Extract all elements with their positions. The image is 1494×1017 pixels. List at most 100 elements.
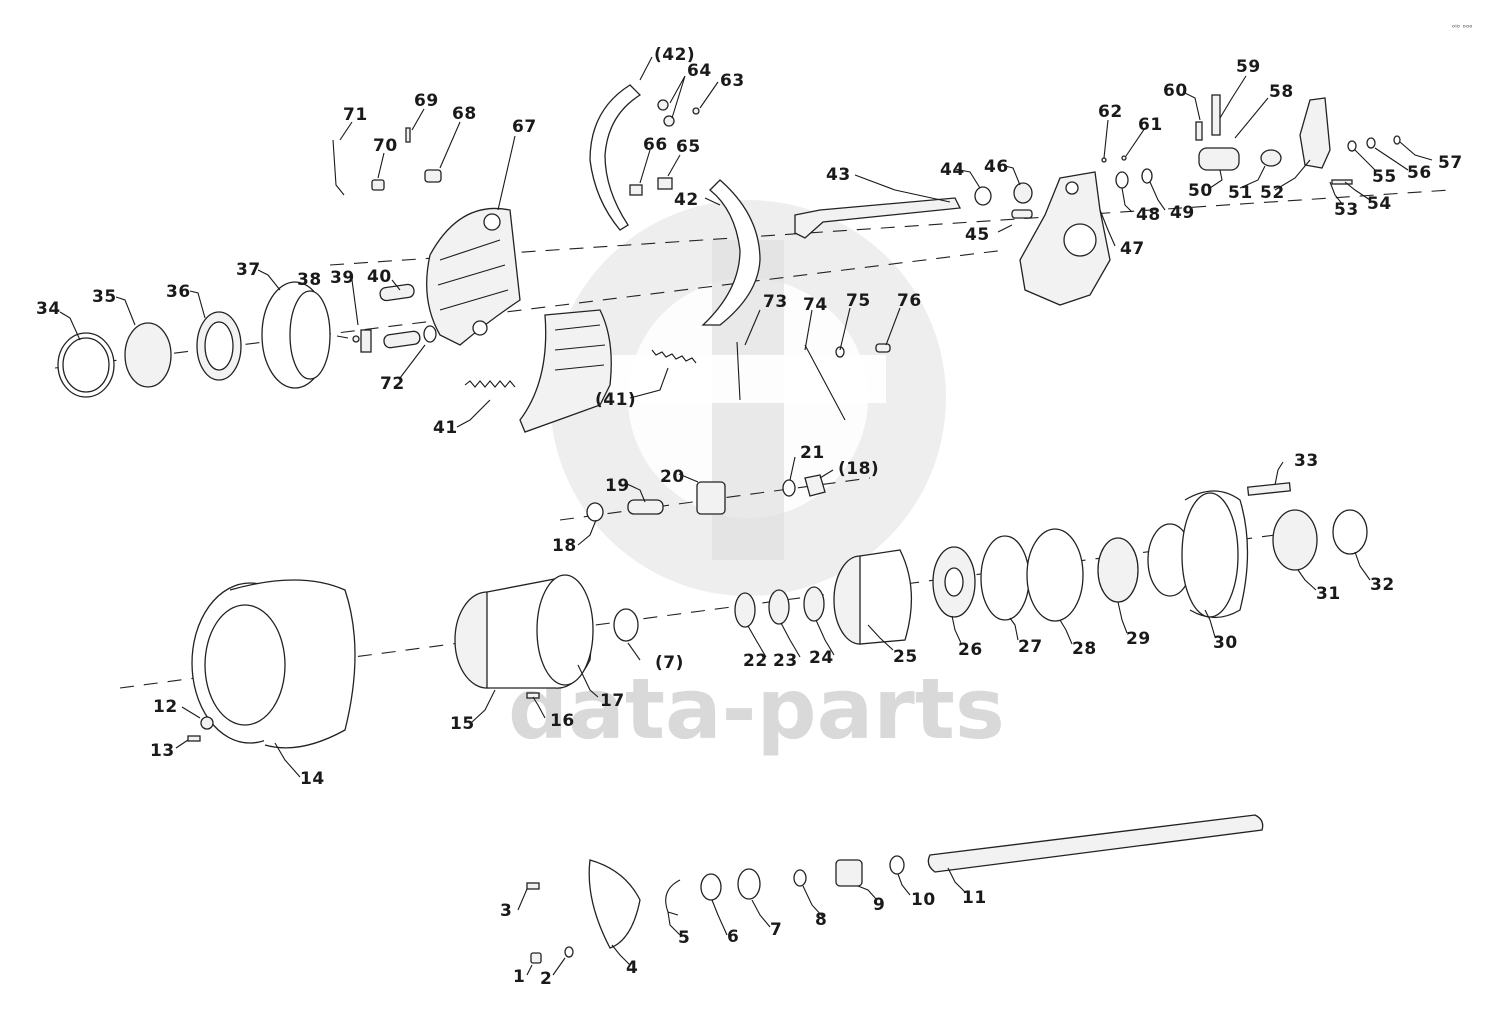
part-43-camshaft <box>794 197 962 239</box>
part-67-brake-shoe <box>426 207 521 346</box>
label-part-34: 34 <box>36 299 61 319</box>
part-41-springs <box>464 349 697 388</box>
label-part-23: 23 <box>773 651 798 671</box>
label-part-50: 50 <box>1188 181 1213 201</box>
label-part-71: 71 <box>343 105 368 125</box>
label-part-64: 64 <box>687 61 712 81</box>
part-47-bracket <box>1019 171 1111 306</box>
part-22-24-rings <box>734 586 825 628</box>
part-30-hub <box>1147 490 1249 619</box>
label-part-20: 20 <box>660 467 685 487</box>
label-part-37: 37 <box>236 260 261 280</box>
part-44-46-washers <box>974 182 1033 219</box>
label-part-67: 67 <box>512 117 537 137</box>
part-37-dust-cover <box>261 281 331 389</box>
label-part-69: 69 <box>414 91 439 111</box>
label-part-35: 35 <box>92 287 117 307</box>
label-part-19: 19 <box>605 476 630 496</box>
label-part-72: 72 <box>380 374 405 394</box>
label-part-36: 36 <box>166 282 191 302</box>
label-part-49: 49 <box>1170 203 1195 223</box>
label-part-18: 18 <box>552 536 577 556</box>
part-7-washer <box>613 608 639 642</box>
label-part-62: 62 <box>1098 102 1123 122</box>
part-63-64-65-66-small-parts <box>629 99 700 196</box>
label-part-6: 6 <box>727 927 739 947</box>
label-part-8: 8 <box>815 910 827 930</box>
label-part-42: 42 <box>674 190 699 210</box>
label-part-39: 39 <box>330 268 355 288</box>
label-part-52: 52 <box>1260 183 1285 203</box>
label-part-33: 33 <box>1294 451 1319 471</box>
leader-lines <box>59 56 1433 976</box>
corner-mark: ᵒᴵᵒ ᵒᵒᵒ <box>1452 23 1473 32</box>
label-part-26: 26 <box>958 640 983 660</box>
label-part-73: 73 <box>763 292 788 312</box>
label-part-46: 46 <box>984 157 1009 177</box>
part-25-ring-gear <box>833 549 913 645</box>
part-14-brake-drum <box>191 579 356 749</box>
label-part-11: 11 <box>962 888 987 908</box>
label-part-30: 30 <box>1213 633 1238 653</box>
label-part-55: 55 <box>1372 167 1397 187</box>
label-part-41-assembly: (41) <box>595 390 636 410</box>
label-part-12: 12 <box>153 697 178 717</box>
label-part-63: 63 <box>720 71 745 91</box>
label-part-60: 60 <box>1163 81 1188 101</box>
label-part-59: 59 <box>1236 57 1261 77</box>
watermark-text: data-parts <box>508 660 1005 758</box>
part-26-gear <box>932 546 976 618</box>
label-part-7: 7 <box>770 920 782 940</box>
label-part-75: 75 <box>846 291 871 311</box>
label-part-18-assembly: (18) <box>838 459 879 479</box>
label-part-9: 9 <box>873 895 885 915</box>
label-part-13: 13 <box>150 741 175 761</box>
label-part-15: 15 <box>450 714 475 734</box>
label-part-48: 48 <box>1136 205 1161 225</box>
label-part-21: 21 <box>800 443 825 463</box>
label-part-5: 5 <box>678 928 690 948</box>
part-12-13-16-small-parts <box>187 692 540 742</box>
label-part-68: 68 <box>452 104 477 124</box>
label-part-10: 10 <box>911 890 936 910</box>
label-part-32: 32 <box>1370 575 1395 595</box>
part-48-62-parts <box>1101 155 1153 189</box>
label-part-66: 66 <box>643 135 668 155</box>
label-part-51: 51 <box>1228 183 1253 203</box>
label-part-17: 17 <box>600 691 625 711</box>
label-part-53: 53 <box>1334 200 1359 220</box>
watermark-logo <box>550 200 946 596</box>
label-part-14: 14 <box>300 769 325 789</box>
part-35-seal <box>124 322 172 388</box>
label-part-44: 44 <box>940 160 965 180</box>
part-50-60-adjuster <box>1195 94 1401 185</box>
label-part-16: 16 <box>550 711 575 731</box>
label-part-4: 4 <box>626 958 638 978</box>
label-part-22: 22 <box>743 651 768 671</box>
part-31-32-bearings <box>1272 509 1368 571</box>
label-part-56: 56 <box>1407 163 1432 183</box>
part-72-76-small-parts <box>736 341 891 421</box>
part-29-bearing <box>1097 537 1139 603</box>
label-part-58: 58 <box>1269 82 1294 102</box>
label-part-29: 29 <box>1126 629 1151 649</box>
part-11-halfshaft <box>927 814 1264 873</box>
part-38-39-40-pins <box>352 283 437 353</box>
label-part-3: 3 <box>500 901 512 921</box>
label-part-61: 61 <box>1138 115 1163 135</box>
label-part-70: 70 <box>373 136 398 156</box>
part-18-21-small-parts <box>586 474 826 522</box>
label-part-43: 43 <box>826 165 851 185</box>
label-part-40: 40 <box>367 267 392 287</box>
label-part-65: 65 <box>676 137 701 157</box>
part-labels: 1 2 3 4 5 6 7 8 9 10 11 12 13 14 15 16 1… <box>36 45 1462 989</box>
label-part-42-assembly: (42) <box>654 45 695 65</box>
label-part-45: 45 <box>965 225 990 245</box>
label-part-54: 54 <box>1367 194 1392 214</box>
part-42-lining <box>589 84 761 326</box>
label-part-2: 2 <box>540 969 552 989</box>
label-part-28: 28 <box>1072 639 1097 659</box>
label-part-74: 74 <box>803 295 828 315</box>
label-part-31: 31 <box>1316 584 1341 604</box>
